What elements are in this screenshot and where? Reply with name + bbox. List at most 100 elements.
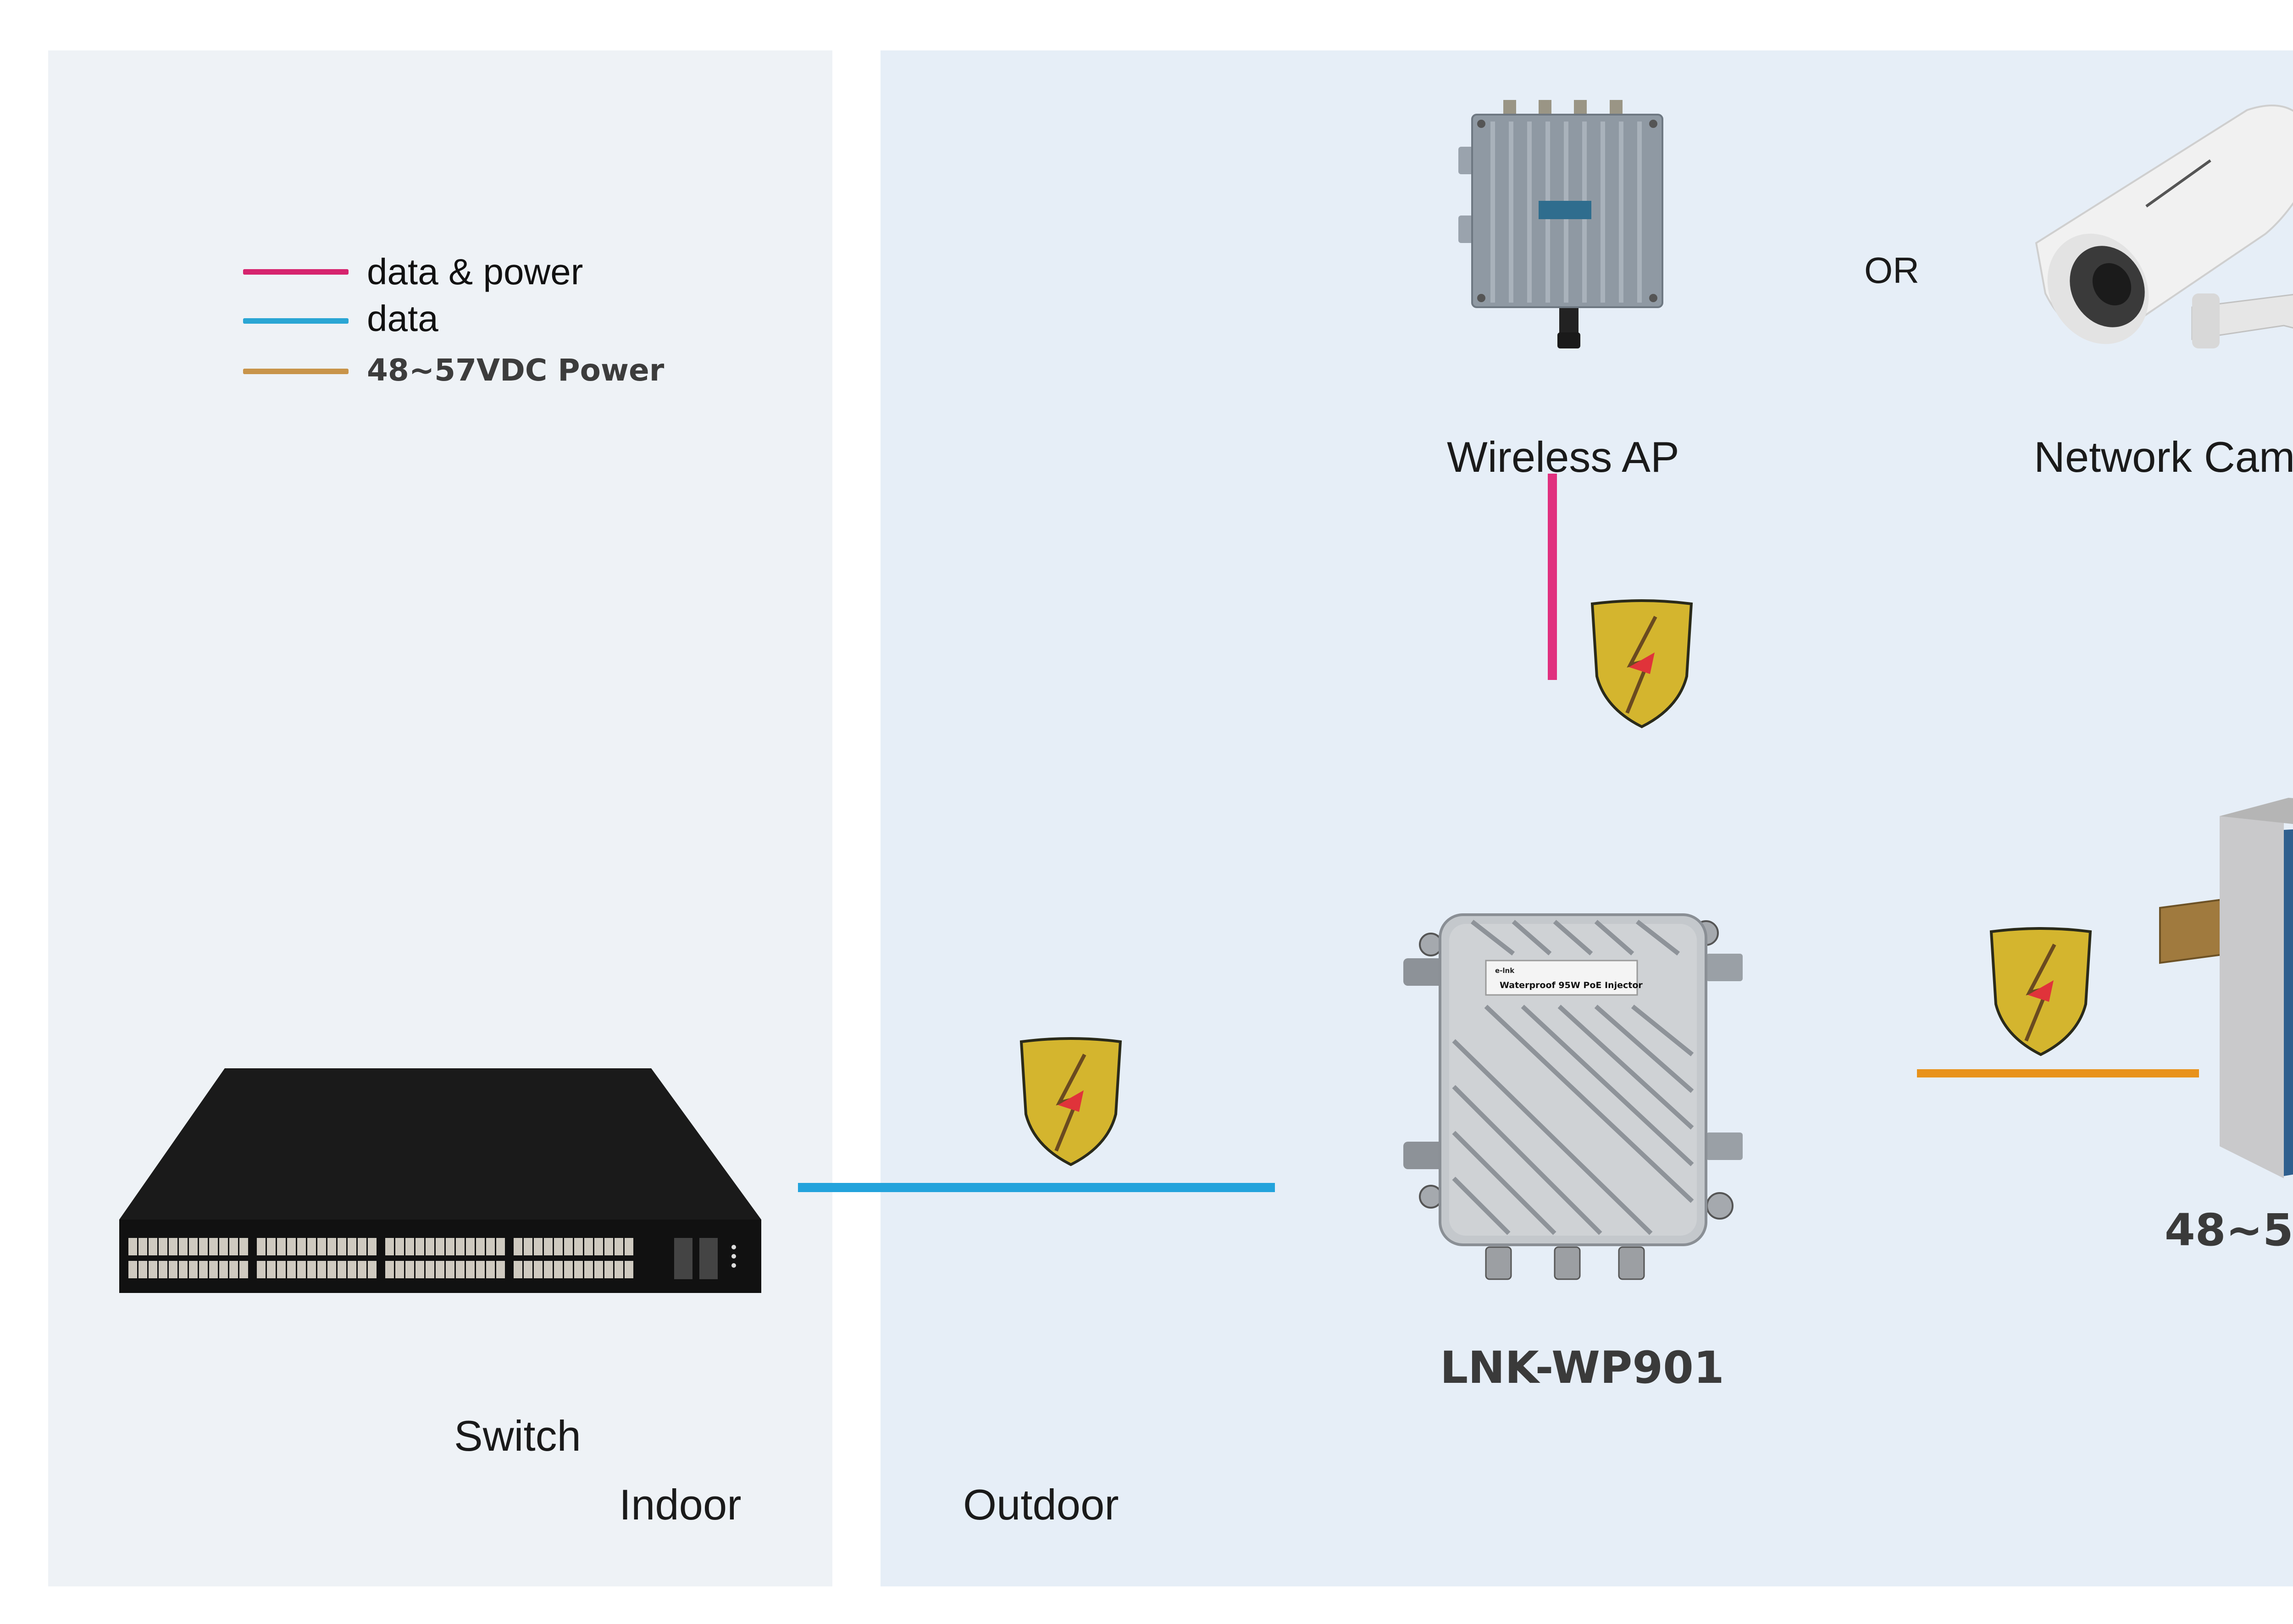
switch-port xyxy=(584,1261,593,1278)
switch-device[interactable] xyxy=(119,1068,761,1293)
power-supply-icon xyxy=(2159,798,2293,1178)
switch-port xyxy=(229,1261,238,1278)
switch-port xyxy=(524,1261,532,1278)
switch-port xyxy=(466,1261,475,1278)
switch-port xyxy=(534,1238,543,1255)
switch-port xyxy=(287,1238,296,1255)
switch-port xyxy=(426,1238,434,1255)
switch-port xyxy=(514,1238,522,1255)
poe-injector-icon xyxy=(1403,913,1743,1280)
switch-port xyxy=(604,1238,613,1255)
switch-port xyxy=(625,1261,633,1278)
switch-port xyxy=(128,1238,137,1255)
switch-port xyxy=(257,1238,266,1255)
switch-port xyxy=(456,1238,465,1255)
switch-port xyxy=(317,1261,326,1278)
injector-brand: e-lnk xyxy=(1495,967,1515,975)
network-camera-label: Network Camera xyxy=(2034,433,2293,481)
wireless-ap-label: Wireless AP xyxy=(1447,433,1679,481)
outdoor-zone-label: Outdoor xyxy=(963,1480,1119,1529)
switch-port xyxy=(338,1238,346,1255)
switch-port xyxy=(149,1261,157,1278)
wireless-ap-icon xyxy=(1458,100,1663,348)
power-supply-label: 48~57VDC Power xyxy=(2165,1204,2293,1256)
switch-port xyxy=(317,1238,326,1255)
poe-injector-device[interactable]: e-lnk Waterproof 95W PoE Injector xyxy=(1403,903,1752,1334)
switch-port xyxy=(584,1238,593,1255)
switch-port xyxy=(358,1261,366,1278)
switch-port xyxy=(486,1238,495,1255)
switch-port xyxy=(149,1238,157,1255)
switch-port xyxy=(327,1261,336,1278)
switch-port xyxy=(159,1261,167,1278)
switch-port xyxy=(574,1261,583,1278)
switch-port xyxy=(277,1261,286,1278)
switch-port xyxy=(267,1261,276,1278)
switch-port xyxy=(368,1261,377,1278)
switch-port xyxy=(466,1238,475,1255)
switch-port xyxy=(327,1238,336,1255)
network-camera-device[interactable] xyxy=(2018,92,2293,390)
legend-label-data: data xyxy=(367,298,438,339)
switch-port xyxy=(554,1238,563,1255)
connection-data xyxy=(798,1183,1275,1192)
switch-port xyxy=(199,1238,208,1255)
switch-port xyxy=(169,1261,177,1278)
switch-port xyxy=(209,1238,218,1255)
switch-port xyxy=(297,1261,306,1278)
surge-protector-shield-icon xyxy=(1019,1037,1122,1166)
switch-port xyxy=(615,1261,623,1278)
switch-port xyxy=(564,1238,573,1255)
connection-power xyxy=(1917,1069,2199,1077)
switch-port xyxy=(209,1261,218,1278)
switch-port xyxy=(604,1261,613,1278)
switch-port xyxy=(358,1238,366,1255)
power-supply-device[interactable]: MW NDR-240-48 INPUT: 100-240VAC 2.8A OUT… xyxy=(2151,789,2293,1178)
switch-port xyxy=(496,1238,505,1255)
switch-port xyxy=(395,1238,404,1255)
switch-port xyxy=(514,1261,522,1278)
switch-port xyxy=(138,1238,147,1255)
switch-port xyxy=(229,1238,238,1255)
switch-port xyxy=(534,1261,543,1278)
switch-port xyxy=(594,1261,603,1278)
switch-port xyxy=(277,1238,286,1255)
switch-port xyxy=(189,1238,198,1255)
connection-data-power xyxy=(1548,474,1557,680)
switch-port xyxy=(287,1261,296,1278)
wireless-ap-device[interactable] xyxy=(1449,87,1688,436)
legend-label-power: 48~57VDC Power xyxy=(367,353,665,388)
switch-port xyxy=(476,1261,485,1278)
switch-port xyxy=(415,1238,424,1255)
legend-line-data xyxy=(243,318,349,324)
injector-label: LNK-WP901 xyxy=(1440,1342,1724,1393)
switch-port xyxy=(348,1261,356,1278)
switch-port xyxy=(257,1261,266,1278)
switch-port xyxy=(219,1238,228,1255)
switch-icon xyxy=(119,1068,761,1293)
indoor-zone-label: Indoor xyxy=(619,1480,742,1529)
switch-port xyxy=(615,1238,623,1255)
switch-port xyxy=(179,1261,188,1278)
switch-port xyxy=(348,1238,356,1255)
switch-port xyxy=(239,1261,248,1278)
network-camera-icon xyxy=(2035,105,2293,348)
switch-port xyxy=(179,1238,188,1255)
surge-protector-shield-icon xyxy=(1590,599,1693,729)
switch-port xyxy=(189,1261,198,1278)
or-text: OR xyxy=(1864,250,1919,291)
indoor-zone xyxy=(48,50,832,1586)
switch-port xyxy=(625,1238,633,1255)
switch-port xyxy=(594,1238,603,1255)
switch-port xyxy=(544,1238,553,1255)
switch-port xyxy=(307,1238,316,1255)
switch-port xyxy=(128,1261,137,1278)
switch-port xyxy=(307,1261,316,1278)
switch-port xyxy=(169,1238,177,1255)
injector-sticker-text: Waterproof 95W PoE Injector xyxy=(1500,980,1643,990)
switch-port xyxy=(297,1238,306,1255)
switch-port xyxy=(574,1238,583,1255)
switch-port xyxy=(159,1238,167,1255)
switch-label: Switch xyxy=(454,1412,581,1460)
switch-port xyxy=(405,1261,414,1278)
